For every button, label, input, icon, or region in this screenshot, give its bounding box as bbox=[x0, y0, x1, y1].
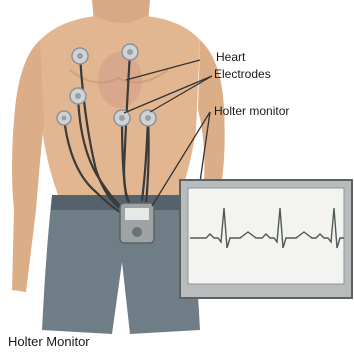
heart-shape bbox=[98, 52, 142, 108]
left-arm bbox=[12, 40, 44, 292]
heart-label: Heart bbox=[216, 50, 245, 64]
holter-device bbox=[120, 203, 154, 243]
holter-monitor-label: Holter monitor bbox=[214, 104, 289, 118]
ecg-monitor bbox=[180, 180, 352, 298]
electrodes-label: Electrodes bbox=[214, 67, 271, 81]
figure-caption: Holter Monitor bbox=[8, 334, 90, 349]
